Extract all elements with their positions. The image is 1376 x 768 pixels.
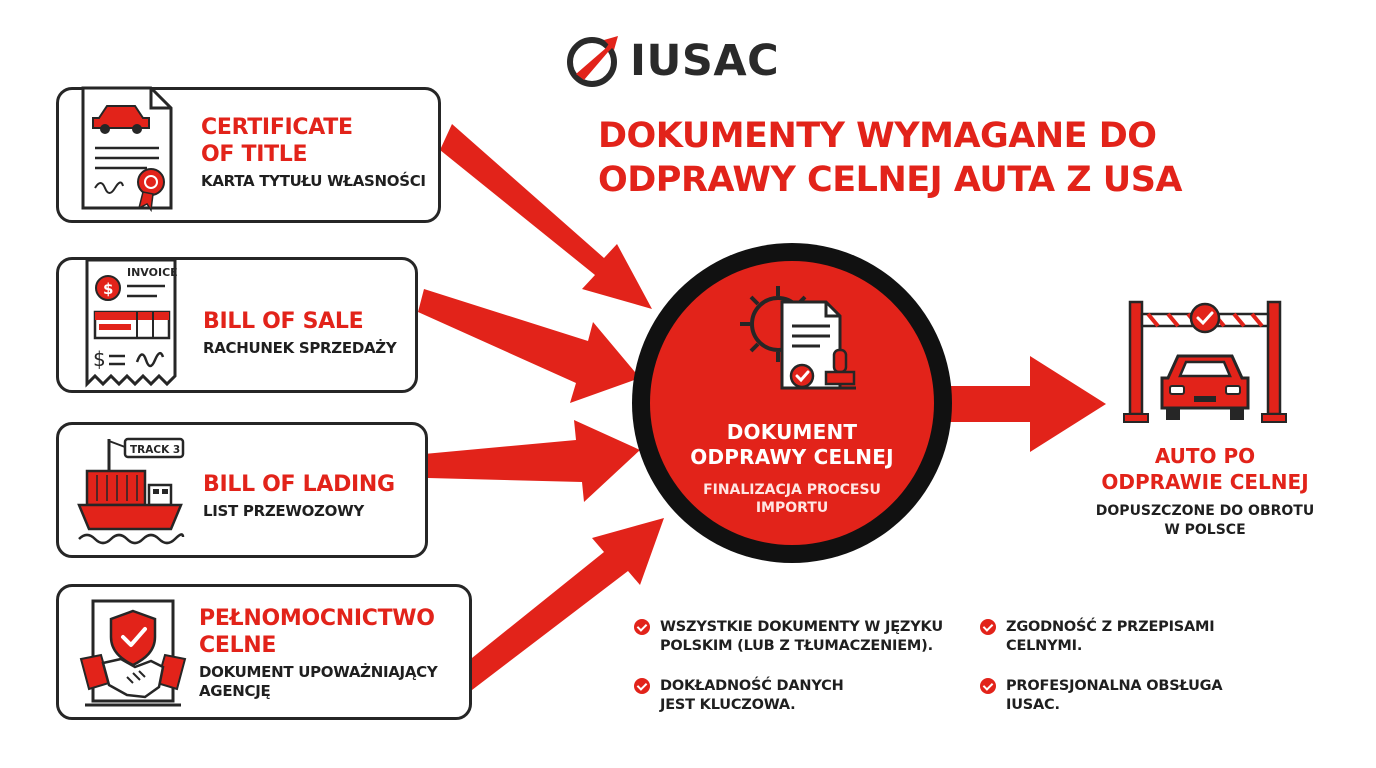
flow-arrow-4 xyxy=(462,518,664,690)
logo-icon xyxy=(567,36,618,87)
check-icon xyxy=(980,678,996,694)
note-line1: DOKŁADNOŚĆ DANYCH xyxy=(660,678,844,694)
center-title-line2: ODPRAWY CELNEJ xyxy=(690,445,894,469)
document-subtitle-line2: AGENCJĘ xyxy=(199,682,271,700)
brand-name: IUSAC xyxy=(630,35,780,86)
svg-text:$: $ xyxy=(93,347,106,371)
note-line2: CELNYMI. xyxy=(1006,638,1083,654)
center-title-line1: DOKUMENT xyxy=(726,420,858,444)
flow-arrow-2 xyxy=(418,289,640,403)
svg-text:$: $ xyxy=(103,280,113,298)
note-item: DOKŁADNOŚĆ DANYCH JEST KLUCZOWA. xyxy=(634,677,970,715)
center-subtitle: FINALIZACJA PROCESU IMPORTU xyxy=(690,481,894,517)
main-title-line1: DOKUMENTY WYMAGANE DO xyxy=(598,116,1157,156)
result-title-line2: ODPRAWIE CELNEJ xyxy=(1101,470,1309,494)
note-line2: POLSKIM (LUB Z TŁUMACZENIEM). xyxy=(660,638,933,654)
main-title: DOKUMENTY WYMAGANE DO ODPRAWY CELNEJ AUT… xyxy=(598,114,1183,202)
brand-logo: IUSAC xyxy=(566,34,779,88)
center-title: DOKUMENT ODPRAWY CELNEJ xyxy=(680,420,904,470)
flow-arrow-3 xyxy=(424,420,640,502)
note-item: WSZYSTKIE DOKUMENTY W JĘZYKU POLSKIM (LU… xyxy=(634,618,970,656)
document-subtitle: RACHUNEK SPRZEDAŻY xyxy=(203,339,397,357)
note-item: ZGODNOŚĆ Z PRZEPISAMI CELNYMI. xyxy=(980,618,1266,656)
document-title-line2: CELNE xyxy=(199,633,277,658)
document-card-bill-of-lading: TRACK 3 BILL OF LADING LIST PRZEWOZOWY xyxy=(56,422,428,558)
document-card-certificate-of-title: CERTIFICATE OF TITLE KARTA TYTUŁU WŁASNO… xyxy=(56,86,441,223)
document-title-line1: BILL OF LADING xyxy=(203,472,395,497)
document-title-line1: BILL OF SALE xyxy=(203,309,364,334)
track-label: TRACK 3 xyxy=(130,444,180,456)
invoice-label: INVOICE xyxy=(127,266,178,279)
handshake-shield-icon xyxy=(79,599,187,707)
cargo-ship-icon: TRACK 3 xyxy=(77,437,185,545)
document-subtitle: KARTA TYTUŁU WŁASNOŚCI xyxy=(201,172,426,190)
note-line2: JEST KLUCZOWA. xyxy=(660,697,796,713)
note-line1: WSZYSTKIE DOKUMENTY W JĘZYKU xyxy=(660,619,943,635)
result-subtitle-line2: W POLSCE xyxy=(1164,522,1246,538)
note-item: PROFESJONALNA OBSŁUGA IUSAC. xyxy=(980,677,1266,715)
check-icon xyxy=(980,619,996,635)
note-line1: ZGODNOŚĆ Z PRZEPISAMI xyxy=(1006,619,1215,635)
note-line2: IUSAC. xyxy=(1006,697,1060,713)
gear-document-stamp-icon xyxy=(740,286,856,390)
document-title-line1: CERTIFICATE xyxy=(201,115,353,140)
result-title-line1: AUTO PO xyxy=(1154,444,1256,468)
document-subtitle: LIST PRZEWOZOWY xyxy=(203,502,364,520)
flow-arrow-1 xyxy=(440,124,652,309)
result-subtitle: DOPUSZCZONE DO OBROTU W POLSCE xyxy=(1075,502,1335,540)
result-subtitle-line1: DOPUSZCZONE DO OBROTU xyxy=(1095,503,1315,519)
center-subtitle-line2: IMPORTU xyxy=(755,500,829,516)
customs-document-circle xyxy=(632,243,952,563)
flow-arrow-5 xyxy=(948,356,1106,452)
main-title-line2: ODPRAWY CELNEJ AUTA Z USA xyxy=(598,160,1183,200)
document-card-pelnomocnictwo: PEŁNOMOCNICTWO CELNE DOKUMENT UPOWAŻNIAJ… xyxy=(56,584,472,720)
document-subtitle-line1: DOKUMENT UPOWAŻNIAJĄCY xyxy=(199,663,438,681)
car-document-icon xyxy=(81,86,173,213)
customs-gate-car-icon xyxy=(1123,300,1287,423)
check-icon xyxy=(634,678,650,694)
check-icon xyxy=(634,619,650,635)
document-title-line2: OF TITLE xyxy=(201,142,308,167)
document-title-line1: PEŁNOMOCNICTWO xyxy=(199,606,435,631)
invoice-icon: INVOICE $ $ xyxy=(85,258,178,388)
document-card-bill-of-sale: INVOICE $ $ BILL OF SALE RACHUNEK SPRZED… xyxy=(56,257,418,393)
result-title: AUTO PO ODPRAWIE CELNEJ xyxy=(1070,443,1340,495)
note-line1: PROFESJONALNA OBSŁUGA xyxy=(1006,678,1223,694)
center-subtitle-line1: FINALIZACJA PROCESU xyxy=(703,482,881,498)
